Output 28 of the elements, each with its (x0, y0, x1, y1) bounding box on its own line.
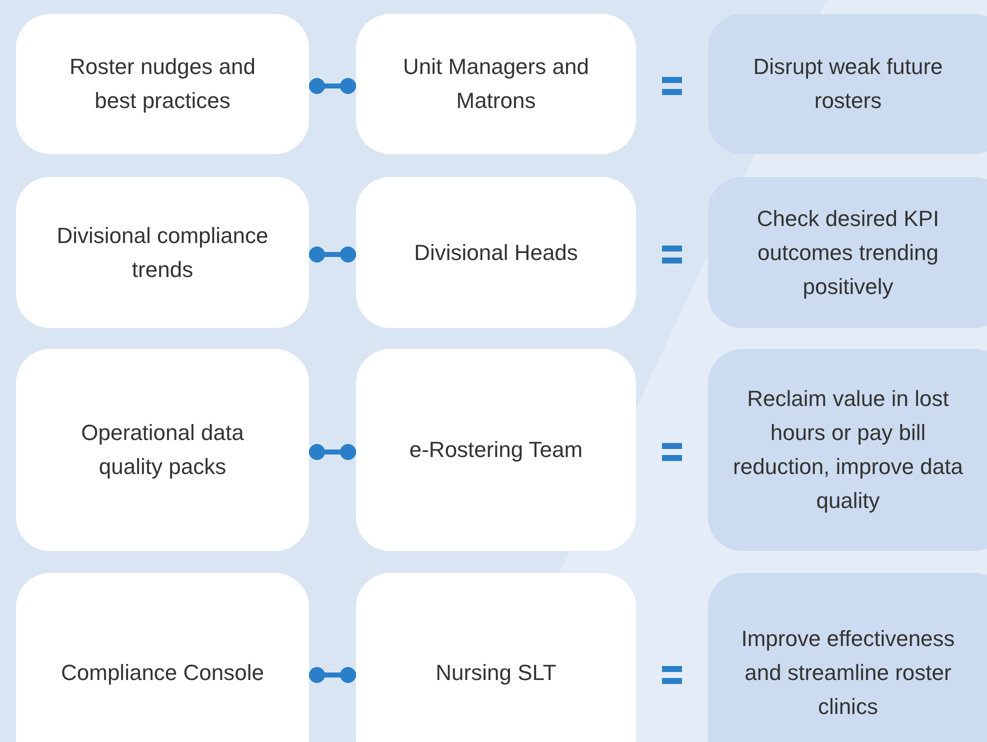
card-text: Check desired KPI outcomes trending positively (756, 204, 940, 301)
outcome-card (708, 573, 987, 742)
card-text: e-Rostering Team (409, 436, 583, 464)
outcome-card (708, 177, 987, 328)
card-text: Operational data quality packs (80, 419, 245, 481)
outcome-card (708, 14, 987, 154)
rounded-card (16, 14, 309, 154)
card-text: Nursing SLT (436, 659, 556, 687)
card-text: Divisional Heads (414, 238, 578, 266)
dumbbell-connector (309, 78, 356, 94)
rounded-card (16, 349, 309, 551)
rounded-card (356, 177, 636, 328)
rounded-card (16, 177, 309, 328)
rounded-card (356, 14, 636, 154)
card-text: Divisional compliance trends (56, 222, 269, 284)
rounded-card (356, 349, 636, 551)
card-text: Reclaim value in lost hours or pay bill reduction, improve data quality (732, 385, 964, 515)
outcome-card (708, 349, 987, 551)
card-text: Roster nudges and best practices (68, 53, 256, 115)
card-text: Unit Managers and Matrons (402, 53, 590, 115)
card-text: Disrupt weak future rosters (752, 53, 944, 115)
dumbbell-connector (309, 444, 356, 460)
dumbbell-connector (309, 667, 356, 683)
card-text: Improve effectiveness and streamline roster clinics (740, 625, 956, 721)
rounded-card (16, 573, 309, 742)
card-text: Compliance Console (61, 659, 264, 687)
dumbbell-connector (309, 246, 356, 262)
rounded-card (356, 573, 636, 742)
